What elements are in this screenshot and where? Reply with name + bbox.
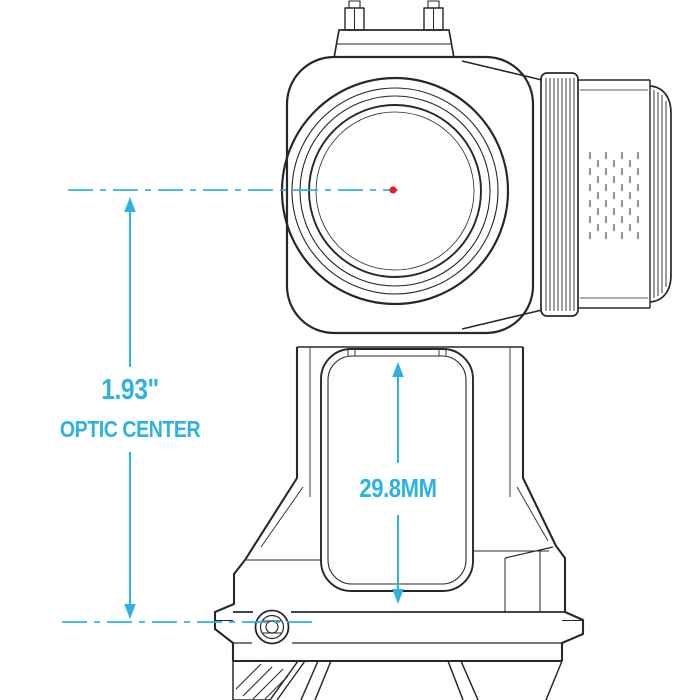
optic-center-value: 1.93" bbox=[101, 373, 159, 405]
knob-knurling-right bbox=[653, 90, 667, 298]
base-legs bbox=[300, 660, 563, 700]
lever-hatching bbox=[235, 663, 289, 700]
arrow-down-icon bbox=[124, 604, 136, 619]
inner-width-value: 29.8MM bbox=[359, 474, 436, 503]
top-turret bbox=[333, 0, 455, 59]
dimension-inner-width: 29.8MM bbox=[359, 362, 437, 604]
red-dot bbox=[389, 186, 397, 194]
clamp-lever bbox=[232, 660, 306, 700]
optic-center-label: OPTIC CENTER bbox=[60, 417, 200, 443]
knob-knurling-left bbox=[545, 78, 575, 311]
sight-drawing bbox=[213, 0, 672, 700]
side-knob bbox=[540, 72, 672, 317]
arrow-down-icon bbox=[392, 589, 404, 604]
dimension-annotations: 1.93" OPTIC CENTER 29.8MM bbox=[60, 189, 437, 623]
arrow-up-icon bbox=[392, 362, 404, 377]
riser-mount bbox=[244, 346, 557, 561]
dimension-optic-center: 1.93" OPTIC CENTER bbox=[60, 197, 201, 619]
clamp-bolt bbox=[254, 609, 290, 645]
rail-base bbox=[213, 545, 585, 700]
objective-lens bbox=[280, 76, 510, 306]
knob-texture-offset bbox=[597, 160, 631, 240]
arrow-up-icon bbox=[124, 197, 136, 212]
knob-end-cap bbox=[649, 85, 672, 303]
